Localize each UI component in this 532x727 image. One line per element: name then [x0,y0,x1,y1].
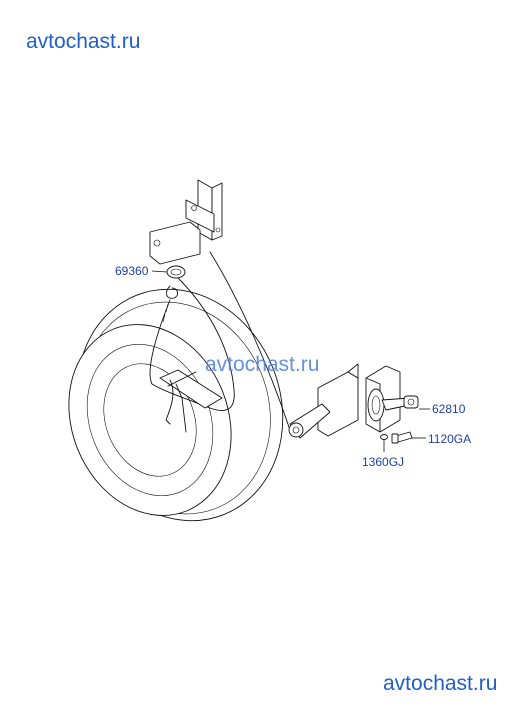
watermark-bottom: avtochast.ru [383,672,498,695]
upper-bracket [149,179,223,265]
bolt-1120GA [391,431,413,444]
cable-loop [149,277,235,411]
part-label-62810: 62810 [432,402,466,416]
carrier-cable [209,251,291,431]
tire-hook-plate [159,369,223,433]
winch-assembly [288,363,419,439]
spare-tire [68,288,284,522]
part-label-1360GJ: 1360GJ [362,455,404,469]
part-label-69360: 69360 [115,264,149,278]
washer-1360GJ [380,434,388,440]
watermark-middle: avtochast.ru [205,353,320,376]
leader-69360 [151,270,168,273]
part-label-1120GA: 1120GA [428,432,471,446]
watermark-top: avtochast.ru [26,30,141,53]
